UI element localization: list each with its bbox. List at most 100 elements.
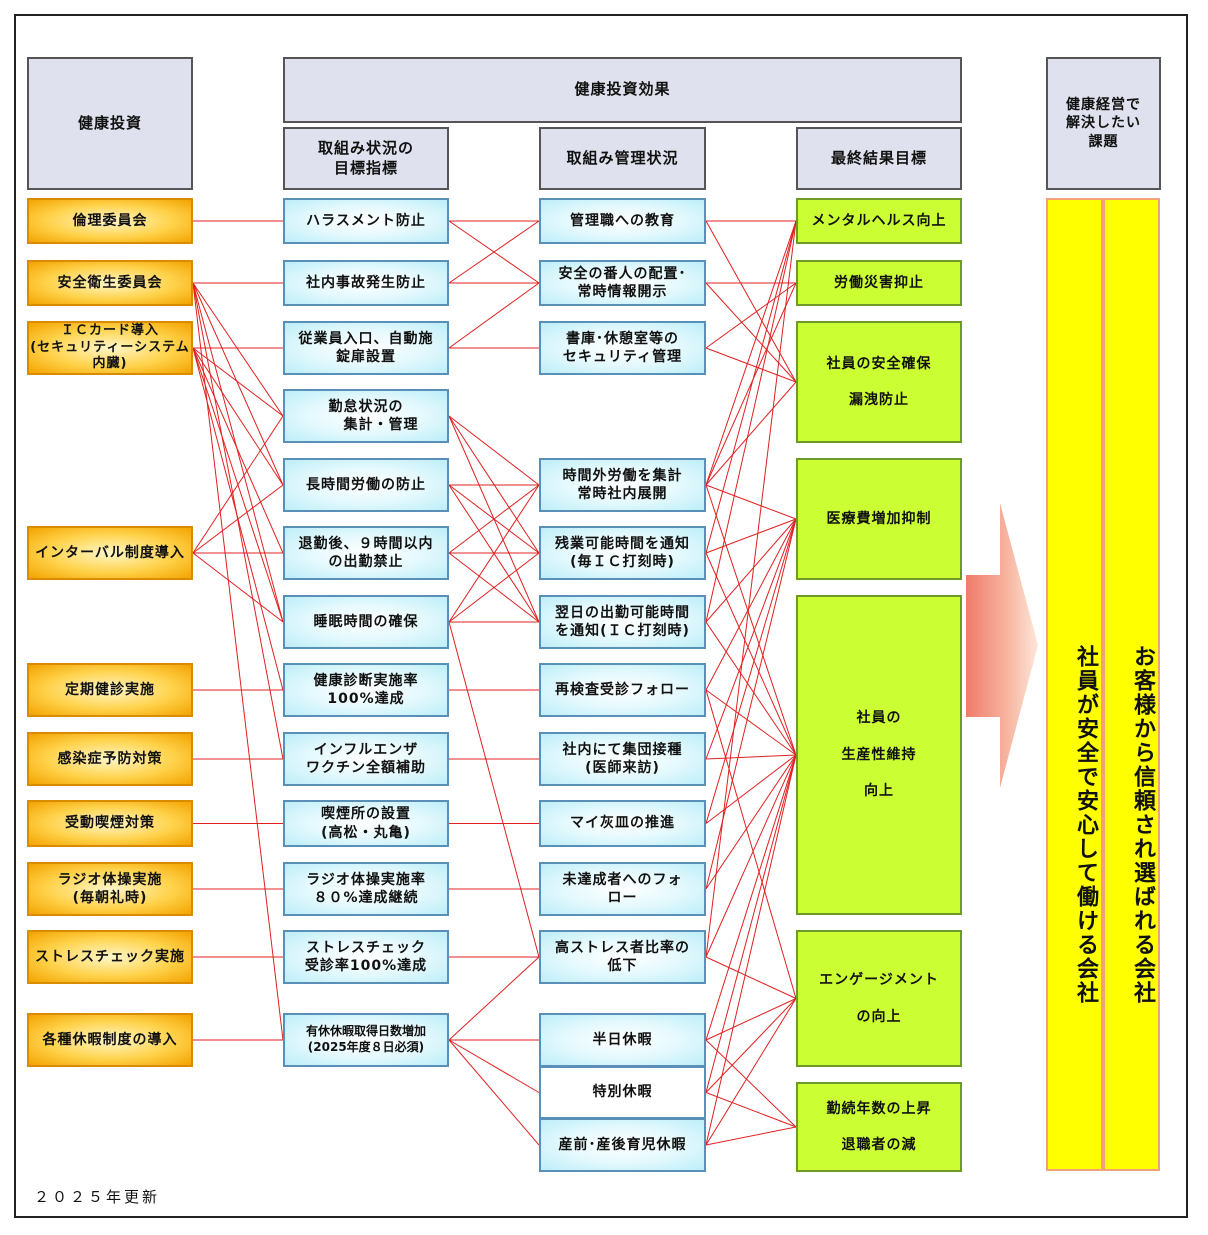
connection-line (705, 220, 797, 958)
management-item: 半日休暇 (539, 1013, 706, 1067)
indicator-item: 健康診断実施率 100%達成 (283, 663, 449, 717)
final-goal-item: 社員の 生産性維持 向上 (796, 595, 962, 915)
connection-line (448, 415, 540, 623)
connection-line (705, 518, 797, 691)
connection-line (448, 1039, 540, 1146)
connection-line (448, 282, 540, 349)
diagram-frame (14, 14, 1188, 1218)
connection-line (705, 381, 797, 486)
connection-line (705, 518, 797, 554)
connection-line (705, 998, 797, 1146)
connection-line (192, 347, 284, 623)
connection-line (705, 518, 797, 890)
connection-line (705, 484, 797, 520)
connection-line (192, 347, 284, 554)
issue-customer-trust: お客様から信頼され選ばれる会社 (1103, 198, 1160, 1171)
connection-line (705, 220, 797, 554)
management-item: 管理職への教育 (539, 198, 706, 244)
connection-line (448, 956, 540, 1041)
investment-item: 受動喫煙対策 (27, 800, 193, 847)
connection-line (705, 347, 797, 383)
indicator-item: 勤怠状況の 集計・管理 (283, 389, 449, 443)
management-item: 書庫･休憩室等の セキュリティ管理 (539, 321, 706, 375)
connection-line (705, 1039, 797, 1128)
connection-line (705, 689, 797, 756)
indicator-item: 喫煙所の設置 (高松・丸亀) (283, 800, 449, 847)
connection-line (705, 484, 797, 756)
management-item: 産前･産後育児休暇 (539, 1118, 706, 1172)
connection-line (705, 621, 797, 756)
connection-line (192, 282, 284, 417)
connection-line (705, 518, 797, 623)
connection-line (448, 415, 540, 486)
investment-item: ストレスチェック実施 (27, 930, 193, 984)
final-goal-item: エンゲージメント の向上 (796, 930, 962, 1067)
connection-line (448, 220, 540, 284)
indicator-item: 社内事故発生防止 (283, 260, 449, 306)
connection-line (448, 415, 540, 554)
connection-line (192, 552, 284, 623)
indicator-item: 従業員入口、自動施 錠扉設置 (283, 321, 449, 375)
management-item: 再検査受診フォロー (539, 663, 706, 717)
connection-line (705, 689, 797, 999)
indicator-item: インフルエンザ ワクチン全額補助 (283, 732, 449, 786)
management-item: 社内にて集団接種 (医師来訪) (539, 732, 706, 786)
connection-line (448, 621, 540, 958)
header-management: 取組み管理状況 (539, 127, 706, 190)
management-item: 翌日の出勤可能時間 を通知(ＩＣ打刻時) (539, 595, 706, 649)
connection-line (192, 347, 284, 486)
connection-line (705, 220, 797, 383)
connection-line (192, 282, 284, 1041)
flow-arrow-icon (966, 503, 1038, 788)
management-item: 高ストレス者比率の 低下 (539, 930, 706, 984)
final-goal-item: 労働災害抑止 (796, 260, 962, 306)
connection-line (705, 754, 797, 958)
investment-item: 感染症予防対策 (27, 732, 193, 786)
management-item: 安全の番人の配置･ 常時情報開示 (539, 260, 706, 306)
connection-line (448, 1039, 540, 1093)
header-indicators: 取組み状況の 目標指標 (283, 127, 449, 190)
connection-line (705, 998, 797, 1041)
investment-item: ＩＣカード導入 (セキュリティーシステム内臓) (27, 321, 193, 375)
indicator-item: 退勤後、９時間以内 の出勤禁止 (283, 526, 449, 580)
connection-line (705, 754, 797, 824)
update-note: ２０２５年更新 (34, 1188, 161, 1206)
investment-item: 倫理委員会 (27, 198, 193, 244)
final-goal-item: 医療費増加抑制 (796, 458, 962, 580)
management-item: 残業可能時間を通知 (毎ＩＣ打刻時) (539, 526, 706, 580)
issue-employees-safe: 社員が安全で安心して働ける会社 (1046, 198, 1103, 1171)
connection-line (192, 282, 284, 623)
connection-line (705, 282, 797, 383)
connection-line (192, 282, 284, 760)
investment-item: インターバル制度導入 (27, 526, 193, 580)
indicator-item: ハラスメント防止 (283, 198, 449, 244)
header-effects: 健康投資効果 (283, 57, 962, 123)
connection-line (705, 220, 797, 623)
investment-item: ラジオ体操実施 (毎朝礼時) (27, 862, 193, 916)
connection-line (705, 518, 797, 824)
connection-line (705, 518, 797, 760)
final-goal-item: 社員の安全確保 漏洩防止 (796, 321, 962, 443)
connection-line (705, 956, 797, 999)
management-item: 時間外労働を集計 常時社内展開 (539, 458, 706, 512)
connection-line (705, 282, 797, 349)
indicator-item: ラジオ体操実施率 ８０%達成継続 (283, 862, 449, 916)
investment-item: 各種休暇制度の導入 (27, 1013, 193, 1067)
indicator-item: 睡眠時間の確保 (283, 595, 449, 649)
connection-line (705, 1126, 797, 1146)
connection-line (705, 552, 797, 756)
connection-line (192, 347, 284, 417)
management-item: 特別休暇 (539, 1066, 706, 1119)
management-item: 未達成者へのフォ ロー (539, 862, 706, 916)
investment-item: 定期健診実施 (27, 663, 193, 717)
connection-line (705, 998, 797, 1093)
investment-item: 安全衛生委員会 (27, 260, 193, 306)
management-item: マイ灰皿の推進 (539, 800, 706, 847)
header-final-goals: 最終結果目標 (796, 127, 962, 190)
connection-line (705, 754, 797, 890)
indicator-item: 有休休暇取得日数増加 (2025年度８日必須) (283, 1013, 449, 1067)
connection-line (705, 754, 797, 1093)
connection-line (192, 282, 284, 486)
connection-line (705, 754, 797, 1146)
